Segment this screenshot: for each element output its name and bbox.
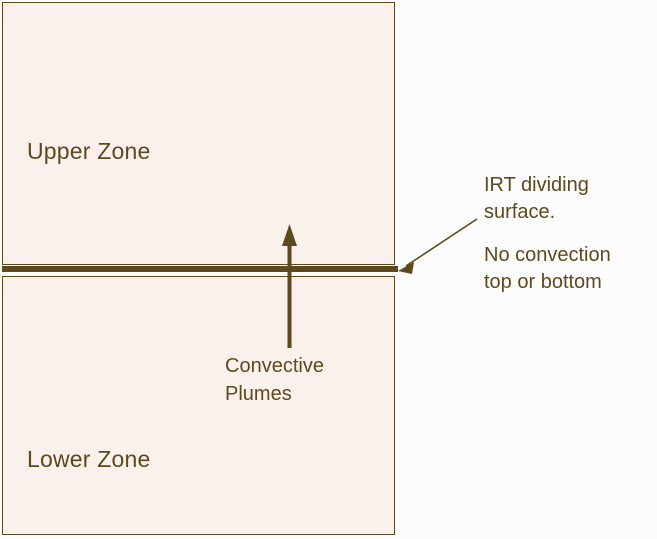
convective-plumes-label-line1: Convective	[225, 355, 324, 377]
no-convection-annotation: No convection top or bottom	[484, 242, 611, 296]
lower-zone-box	[2, 276, 395, 535]
irt-annotation-line2: surface.	[484, 201, 556, 223]
irt-annotation-line1: IRT dividing	[484, 174, 589, 196]
irt-dividing-surface-bar	[2, 266, 398, 272]
irt-dividing-surface-annotation: IRT dividing surface.	[484, 172, 589, 226]
lower-zone-label: Lower Zone	[27, 446, 151, 472]
convective-plumes-label-line2: Plumes	[225, 383, 292, 405]
no-convection-annotation-line1: No convection	[484, 244, 611, 266]
annotation-leader-arrow-icon	[398, 218, 478, 274]
convective-plumes-label: Convective Plumes	[225, 352, 324, 408]
upper-zone-label: Upper Zone	[27, 138, 151, 164]
no-convection-annotation-line2: top or bottom	[484, 271, 602, 293]
convective-plume-arrow-icon	[282, 224, 297, 348]
upper-zone-box	[2, 2, 395, 265]
